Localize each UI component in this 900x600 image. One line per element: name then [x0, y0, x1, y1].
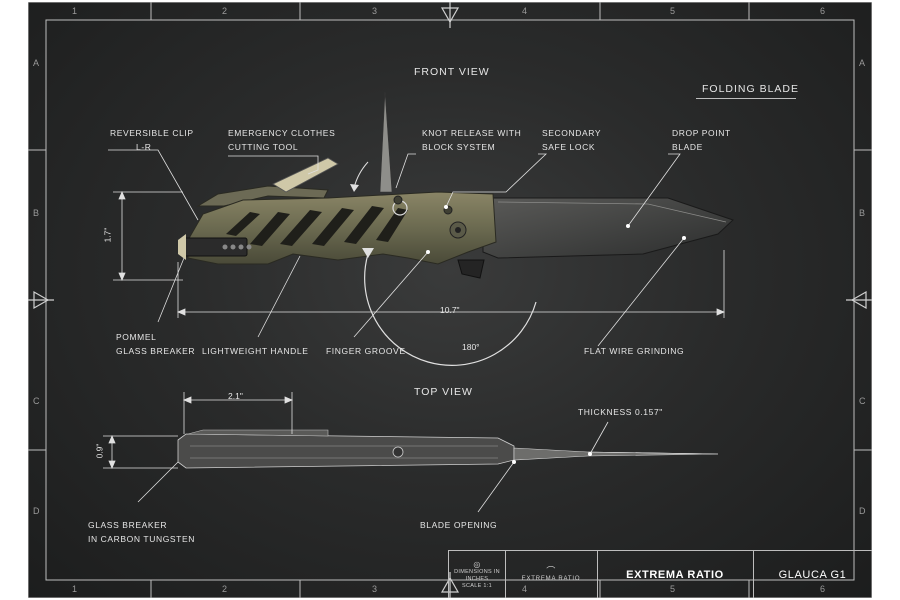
callout-finger-groove: FINGER GROOVE — [326, 346, 406, 356]
folding-blade-label: FOLDING BLADE — [702, 83, 800, 95]
grid-col-6-top: 6 — [820, 6, 826, 16]
grid-col-3-bottom: 3 — [372, 584, 378, 594]
title-block: ◎ DIMENSIONS IN INCHES SCALE 1:1 ⌒ EXTRE… — [448, 550, 872, 598]
blueprint-sheet: 1 2 3 4 5 6 1 2 3 4 5 6 A B C D A B C D … — [28, 2, 872, 598]
leader-lines — [108, 149, 685, 513]
handle — [187, 191, 497, 265]
dimension-clip-length: 2.1" — [228, 391, 243, 401]
title-block-brand: EXTREMA RATIO — [597, 551, 754, 598]
grid-row-c-left: C — [33, 396, 40, 406]
blueprint-drawing — [28, 2, 872, 598]
grid-ticks — [28, 2, 872, 598]
centering-marks — [28, 2, 872, 598]
callout-blade-opening: BLADE OPENING — [420, 520, 498, 530]
eye-icon: ◎ — [473, 559, 481, 569]
grid-row-c-right: C — [859, 396, 866, 406]
brand-logo-icon: ⌒ — [546, 566, 556, 576]
grid-col-2-bottom: 2 — [222, 584, 228, 594]
front-view-knife — [178, 91, 734, 279]
dimension-length: 10.7" — [440, 305, 460, 315]
top-view-knife — [177, 429, 719, 469]
grid-row-a-right: A — [859, 58, 866, 68]
dimension-width: 0.9" — [94, 443, 105, 459]
title-block-model: GLAUCA G1 — [778, 569, 847, 581]
dimension-height: 1.7" — [102, 227, 113, 243]
grid-row-b-right: B — [859, 208, 866, 218]
grid-col-5-bottom: 5 — [670, 584, 676, 594]
grid-col-1-bottom: 1 — [72, 584, 78, 594]
title-block-note: ◎ DIMENSIONS IN INCHES SCALE 1:1 — [449, 551, 506, 598]
leader-dots — [426, 205, 686, 464]
folding-blade-underline — [696, 98, 796, 99]
callout-lightweight-handle: LIGHTWEIGHT HANDLE — [202, 346, 309, 356]
grid-col-1-top: 1 — [72, 6, 78, 16]
top-view-heading: TOP VIEW — [414, 386, 473, 398]
title-block-logo: ⌒ EXTREMA RATIO — [505, 551, 598, 598]
grid-row-d-right: D — [859, 506, 866, 516]
grid-col-6-bottom: 6 — [820, 584, 826, 594]
grid-row-b-left: B — [33, 208, 40, 218]
grid-col-4-bottom: 4 — [522, 584, 528, 594]
callout-flat-wire-grinding: FLAT WIRE GRINDING — [584, 346, 685, 356]
grid-col-4-top: 4 — [522, 6, 528, 16]
grid-col-3-top: 3 — [372, 6, 378, 16]
grid-row-a-left: A — [33, 58, 40, 68]
dimension-lines — [103, 190, 726, 470]
grid-col-5-top: 5 — [670, 6, 676, 16]
grid-row-d-left: D — [33, 506, 40, 516]
front-view-heading: FRONT VIEW — [414, 66, 490, 78]
callout-thickness: THICKNESS 0.157" — [578, 407, 663, 417]
drop-point-blade — [482, 197, 734, 259]
dimension-angle: 180° — [462, 342, 480, 352]
grid-col-2-top: 2 — [222, 6, 228, 16]
rotation-arc — [350, 161, 537, 366]
